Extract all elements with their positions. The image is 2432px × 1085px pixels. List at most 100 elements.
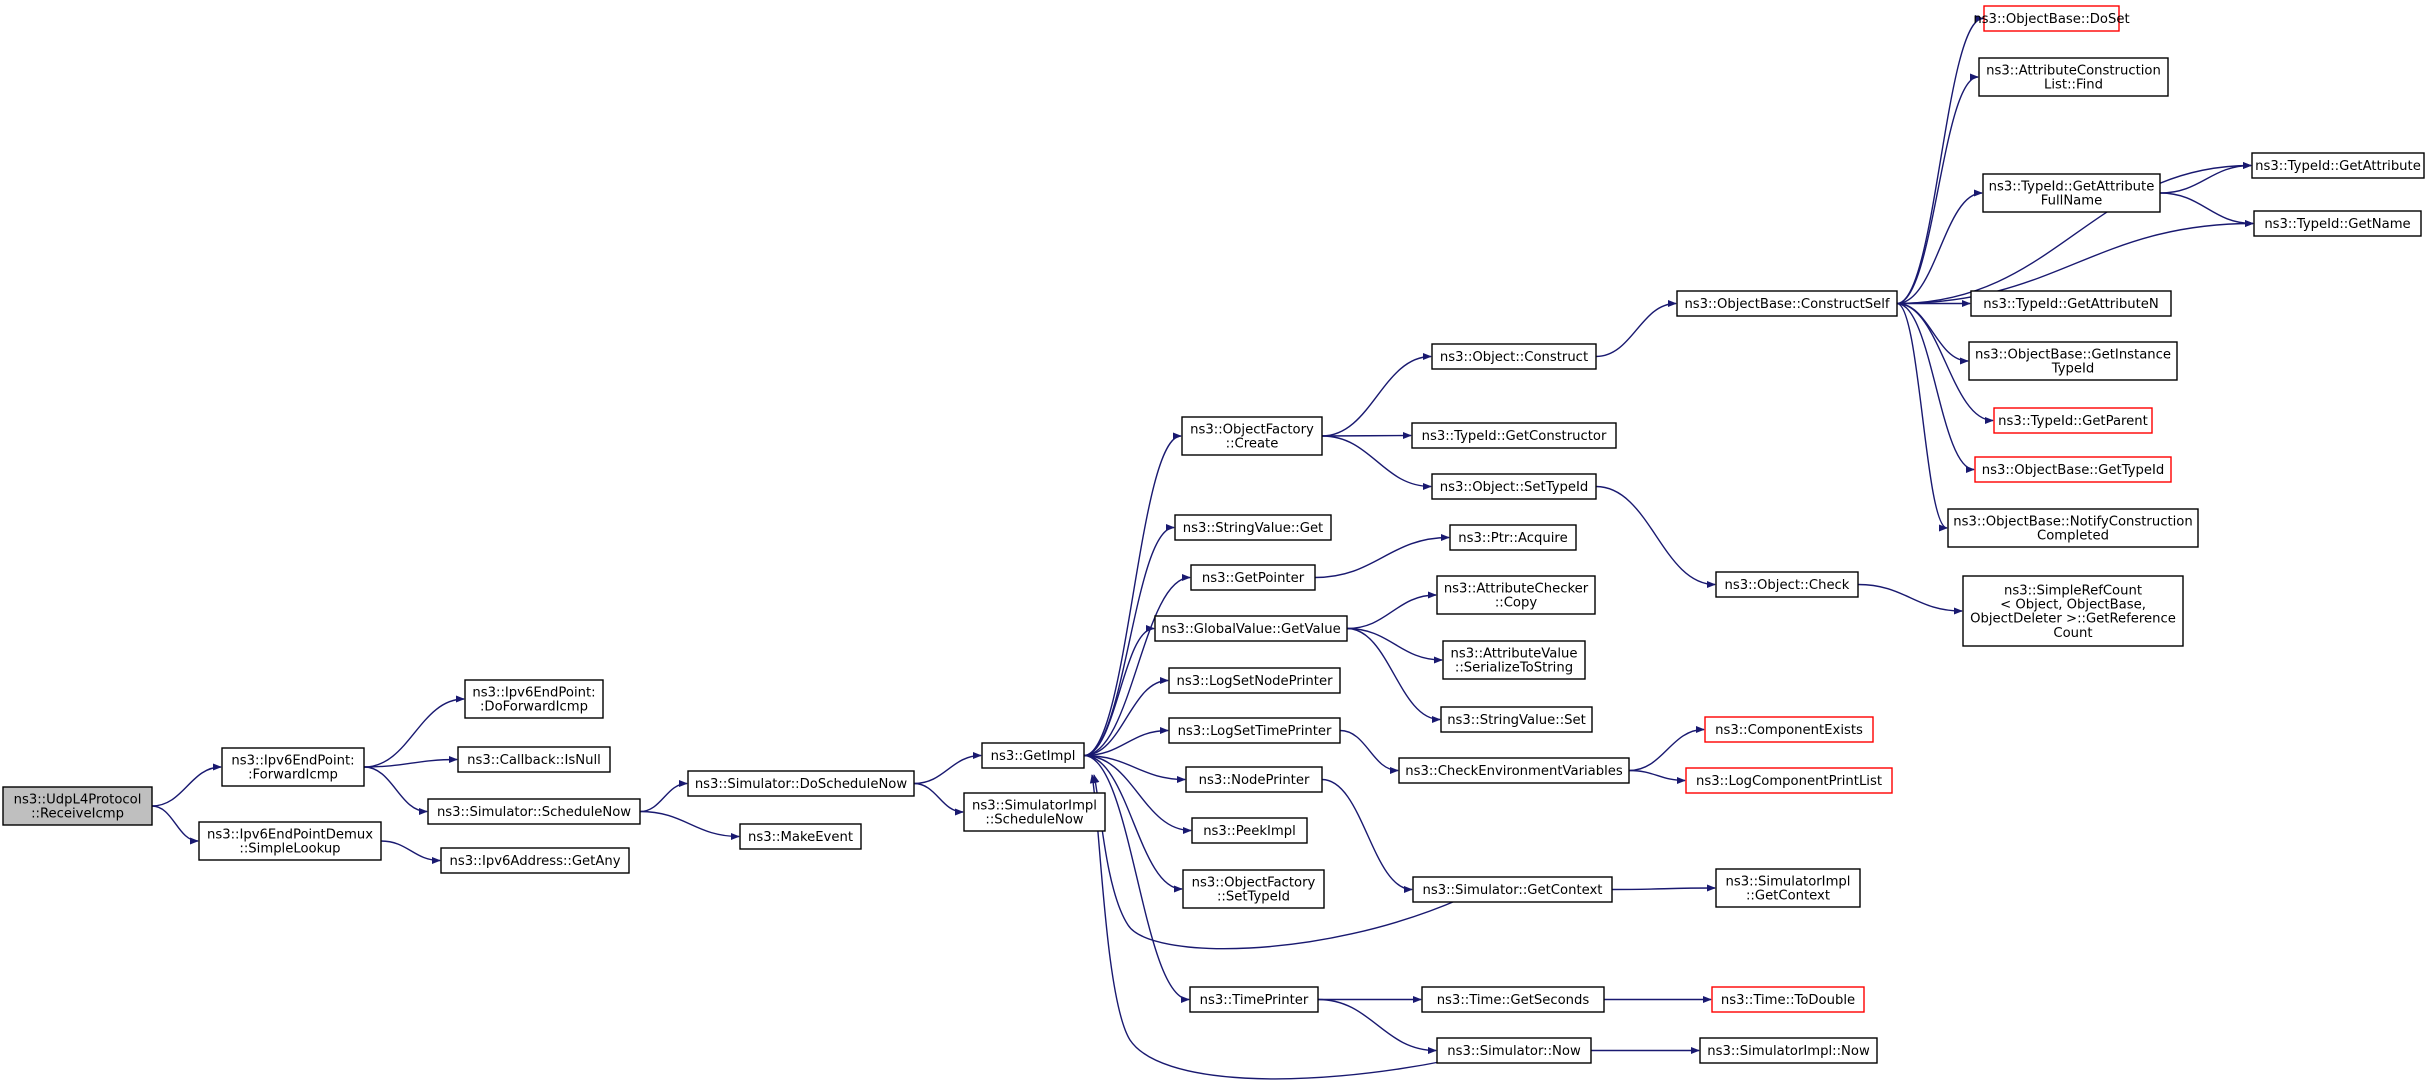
edge-typeid_getattrfull-to-typeid_getattr bbox=[2159, 161, 2252, 194]
node-root[interactable]: ns3::UdpL4Protocol::ReceiveIcmp bbox=[2, 786, 153, 826]
node-label: ns3::AttributeConstruction bbox=[1986, 64, 2161, 79]
node-box bbox=[1431, 343, 1597, 370]
node-box bbox=[198, 821, 382, 861]
node-simimpl-getcontext[interactable]: ns3::SimulatorImpl::GetContext bbox=[1715, 868, 1861, 908]
node-typeid-getparent[interactable]: ns3::TypeId::GetParent bbox=[1993, 407, 2153, 434]
node-typeid-getname[interactable]: ns3::TypeId::GetName bbox=[2253, 210, 2422, 237]
node-globalvalue-get[interactable]: ns3::GlobalValue::GetValue bbox=[1154, 615, 1348, 642]
node-typeid-getctor[interactable]: ns3::TypeId::GetConstructor bbox=[1411, 422, 1617, 449]
node-label: ::SimpleLookup bbox=[239, 842, 340, 857]
node-sim-schedulenow[interactable]: ns3::Simulator::ScheduleNow bbox=[427, 798, 641, 825]
node-label: ::SetTypeId bbox=[1217, 890, 1290, 905]
edge-objbase_constructself-to-objbase_doset bbox=[1896, 14, 1984, 305]
node-box bbox=[1440, 706, 1593, 733]
node-label: ns3::CheckEnvironmentVariables bbox=[1405, 764, 1623, 779]
node-label: ::GetContext bbox=[1746, 889, 1830, 904]
node-label: < Object, ObjectBase, bbox=[2000, 598, 2146, 613]
node-label: ns3::SimulatorImpl bbox=[972, 799, 1097, 814]
edge-sim_doschedulenow-to-simimpl_schednow bbox=[913, 782, 964, 816]
node-ptr-acquire[interactable]: ns3::Ptr::Acquire bbox=[1449, 524, 1577, 551]
node-objbase-constructself[interactable]: ns3::ObjectBase::ConstructSelf bbox=[1676, 290, 1898, 317]
node-label: ::ReceiveIcmp bbox=[31, 807, 124, 822]
edge-objbase_constructself-to-typeid_getattrfull bbox=[1896, 189, 1983, 305]
node-label: List::Find bbox=[2044, 78, 2103, 93]
node-box bbox=[2, 786, 153, 826]
node-label: ns3::ObjectBase::ConstructSelf bbox=[1684, 297, 1889, 312]
node-attrchecker-copy[interactable]: ns3::AttributeChecker::Copy bbox=[1436, 575, 1596, 615]
edge-globalvalue_get-to-stringvalue_set bbox=[1346, 627, 1441, 724]
node-label: ns3::Callback::IsNull bbox=[467, 753, 601, 768]
node-stringvalue-get[interactable]: ns3::StringValue::Get bbox=[1174, 514, 1332, 541]
node-label: ns3::Simulator::ScheduleNow bbox=[437, 805, 631, 820]
node-box bbox=[1398, 757, 1630, 784]
node-ep-fwd[interactable]: ns3::Ipv6EndPoint::ForwardIcmp bbox=[221, 747, 365, 787]
node-box bbox=[1974, 456, 2172, 483]
node-label: ns3::LogSetTimePrinter bbox=[1178, 724, 1332, 739]
node-object-settypeid[interactable]: ns3::Object::SetTypeId bbox=[1431, 473, 1597, 500]
node-box bbox=[1970, 290, 2172, 317]
node-objbase-notify[interactable]: ns3::ObjectBase::NotifyConstructionCompl… bbox=[1947, 508, 2199, 548]
node-nodeprinter[interactable]: ns3::NodePrinter bbox=[1185, 766, 1323, 793]
node-attrvalue-ser[interactable]: ns3::AttributeValue::SerializeToString bbox=[1442, 640, 1586, 680]
node-objbase-gettypeid[interactable]: ns3::ObjectBase::GetTypeId bbox=[1974, 456, 2172, 483]
node-logsetnodeprinter[interactable]: ns3::LogSetNodePrinter bbox=[1168, 667, 1341, 694]
node-timeprinter[interactable]: ns3::TimePrinter bbox=[1189, 986, 1319, 1013]
node-sim-getcontext[interactable]: ns3::Simulator::GetContext bbox=[1412, 876, 1613, 903]
node-label: ns3::TypeId::GetParent bbox=[1998, 414, 2148, 429]
edge-getimpl-to-getpointer bbox=[1083, 573, 1191, 757]
node-getpointer[interactable]: ns3::GetPointer bbox=[1190, 564, 1316, 591]
node-time-todouble[interactable]: ns3::Time::ToDouble bbox=[1711, 986, 1865, 1013]
node-simimpl-schednow[interactable]: ns3::SimulatorImpl::ScheduleNow bbox=[963, 792, 1106, 832]
node-makeevent[interactable]: ns3::MakeEvent bbox=[739, 823, 862, 850]
node-box bbox=[1421, 986, 1605, 1013]
node-label: ns3::ObjectFactory bbox=[1190, 423, 1314, 438]
node-typeid-getattrn[interactable]: ns3::TypeId::GetAttributeN bbox=[1970, 290, 2172, 317]
node-demux-lookup[interactable]: ns3::Ipv6EndPointDemux::SimpleLookup bbox=[198, 821, 382, 861]
node-label: ::Create bbox=[1226, 437, 1279, 452]
node-objfactory-create[interactable]: ns3::ObjectFactory::Create bbox=[1181, 416, 1323, 456]
edge-objbase_constructself-to-attrconst_find bbox=[1896, 73, 1979, 305]
edge-ep_fwd-to-sim_schedulenow bbox=[363, 766, 428, 816]
node-time-getseconds[interactable]: ns3::Time::GetSeconds bbox=[1421, 986, 1605, 1013]
node-sim-doschedulenow[interactable]: ns3::Simulator::DoScheduleNow bbox=[687, 770, 915, 797]
node-sim-now[interactable]: ns3::Simulator::Now bbox=[1436, 1037, 1592, 1064]
node-object-construct[interactable]: ns3::Object::Construct bbox=[1431, 343, 1597, 370]
node-check-env[interactable]: ns3::CheckEnvironmentVariables bbox=[1398, 757, 1630, 784]
node-box bbox=[1982, 173, 2161, 213]
node-label: ns3::PeekImpl bbox=[1203, 824, 1296, 839]
node-logsettimeprinter[interactable]: ns3::LogSetTimePrinter bbox=[1168, 717, 1341, 744]
node-ep-doforward[interactable]: ns3::Ipv6EndPoint::DoForwardIcmp bbox=[464, 679, 604, 719]
node-label: ns3::TypeId::GetConstructor bbox=[1422, 429, 1607, 444]
node-cb-isnull[interactable]: ns3::Callback::IsNull bbox=[457, 746, 611, 773]
node-ipv6-getany[interactable]: ns3::Ipv6Address::GetAny bbox=[440, 847, 630, 874]
node-label: ns3::LogComponentPrintList bbox=[1696, 774, 1882, 789]
node-label: ns3::Ipv6EndPoint: bbox=[231, 754, 354, 769]
edge-globalvalue_get-to-attrvalue_ser bbox=[1346, 627, 1443, 664]
node-box bbox=[1442, 640, 1586, 680]
edge-check_env-to-logcomp_printlist bbox=[1628, 769, 1686, 785]
node-box bbox=[2251, 152, 2425, 179]
edge-sim_getcontext-to-simimpl_getcontext bbox=[1611, 884, 1716, 892]
node-box bbox=[1685, 767, 1893, 794]
node-label: ns3::Object::SetTypeId bbox=[1440, 480, 1589, 495]
node-objbase-doset[interactable]: ns3::ObjectBase::DoSet bbox=[1973, 5, 2130, 32]
node-simimpl-now[interactable]: ns3::SimulatorImpl::Now bbox=[1699, 1037, 1878, 1064]
node-logcomp-printlist[interactable]: ns3::LogComponentPrintList bbox=[1685, 767, 1893, 794]
node-label: ::ScheduleNow bbox=[985, 813, 1083, 828]
node-label: ns3::Ipv6EndPoint: bbox=[472, 686, 595, 701]
node-stringvalue-set[interactable]: ns3::StringValue::Set bbox=[1440, 706, 1593, 733]
node-peekimpl[interactable]: ns3::PeekImpl bbox=[1191, 817, 1308, 844]
node-simplerefcount[interactable]: ns3::SimpleRefCount< Object, ObjectBase,… bbox=[1962, 575, 2184, 647]
node-getimpl[interactable]: ns3::GetImpl bbox=[981, 742, 1085, 769]
edge-nodeprinter-to-sim_getcontext bbox=[1321, 778, 1413, 894]
node-box bbox=[464, 679, 604, 719]
node-box bbox=[1436, 1037, 1592, 1064]
node-component-exists[interactable]: ns3::ComponentExists bbox=[1704, 716, 1874, 743]
node-typeid-getattr[interactable]: ns3::TypeId::GetAttribute bbox=[2251, 152, 2425, 179]
node-label: ns3::Simulator::DoScheduleNow bbox=[695, 777, 908, 792]
node-objfactory-settid[interactable]: ns3::ObjectFactory::SetTypeId bbox=[1182, 869, 1325, 909]
node-object-check[interactable]: ns3::Object::Check bbox=[1715, 571, 1859, 598]
